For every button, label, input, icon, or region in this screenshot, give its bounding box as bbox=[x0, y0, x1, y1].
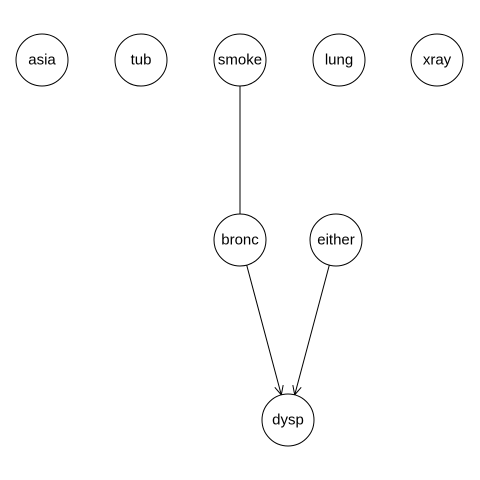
node-dysp: dysp bbox=[261, 393, 315, 447]
node-lung: lung bbox=[312, 33, 366, 87]
node-circle bbox=[410, 33, 464, 87]
node-label: either bbox=[317, 232, 355, 249]
node-label: dysp bbox=[272, 412, 304, 429]
node-circle bbox=[312, 33, 366, 87]
node-label: lung bbox=[325, 52, 353, 69]
node-bronc: bronc bbox=[213, 213, 267, 267]
node-label: tub bbox=[131, 52, 152, 69]
node-either: either bbox=[309, 213, 363, 267]
node-smoke: smoke bbox=[213, 33, 267, 87]
node-asia: asia bbox=[15, 33, 69, 87]
node-circle bbox=[309, 213, 363, 267]
node-tub: tub bbox=[114, 33, 168, 87]
node-label: smoke bbox=[218, 52, 262, 69]
node-circle bbox=[15, 33, 69, 87]
node-circle bbox=[114, 33, 168, 87]
node-circle bbox=[213, 33, 267, 87]
node-xray: xray bbox=[410, 33, 464, 87]
node-circle bbox=[213, 213, 267, 267]
node-label: asia bbox=[28, 52, 56, 69]
node-label: xray bbox=[423, 52, 452, 69]
nodes-layer: asia tub smoke lung xray bronc either dysp bbox=[15, 33, 464, 447]
node-circle bbox=[261, 393, 315, 447]
edge-line bbox=[294, 264, 330, 396]
edge-line bbox=[246, 264, 282, 396]
node-label: bronc bbox=[221, 232, 259, 249]
